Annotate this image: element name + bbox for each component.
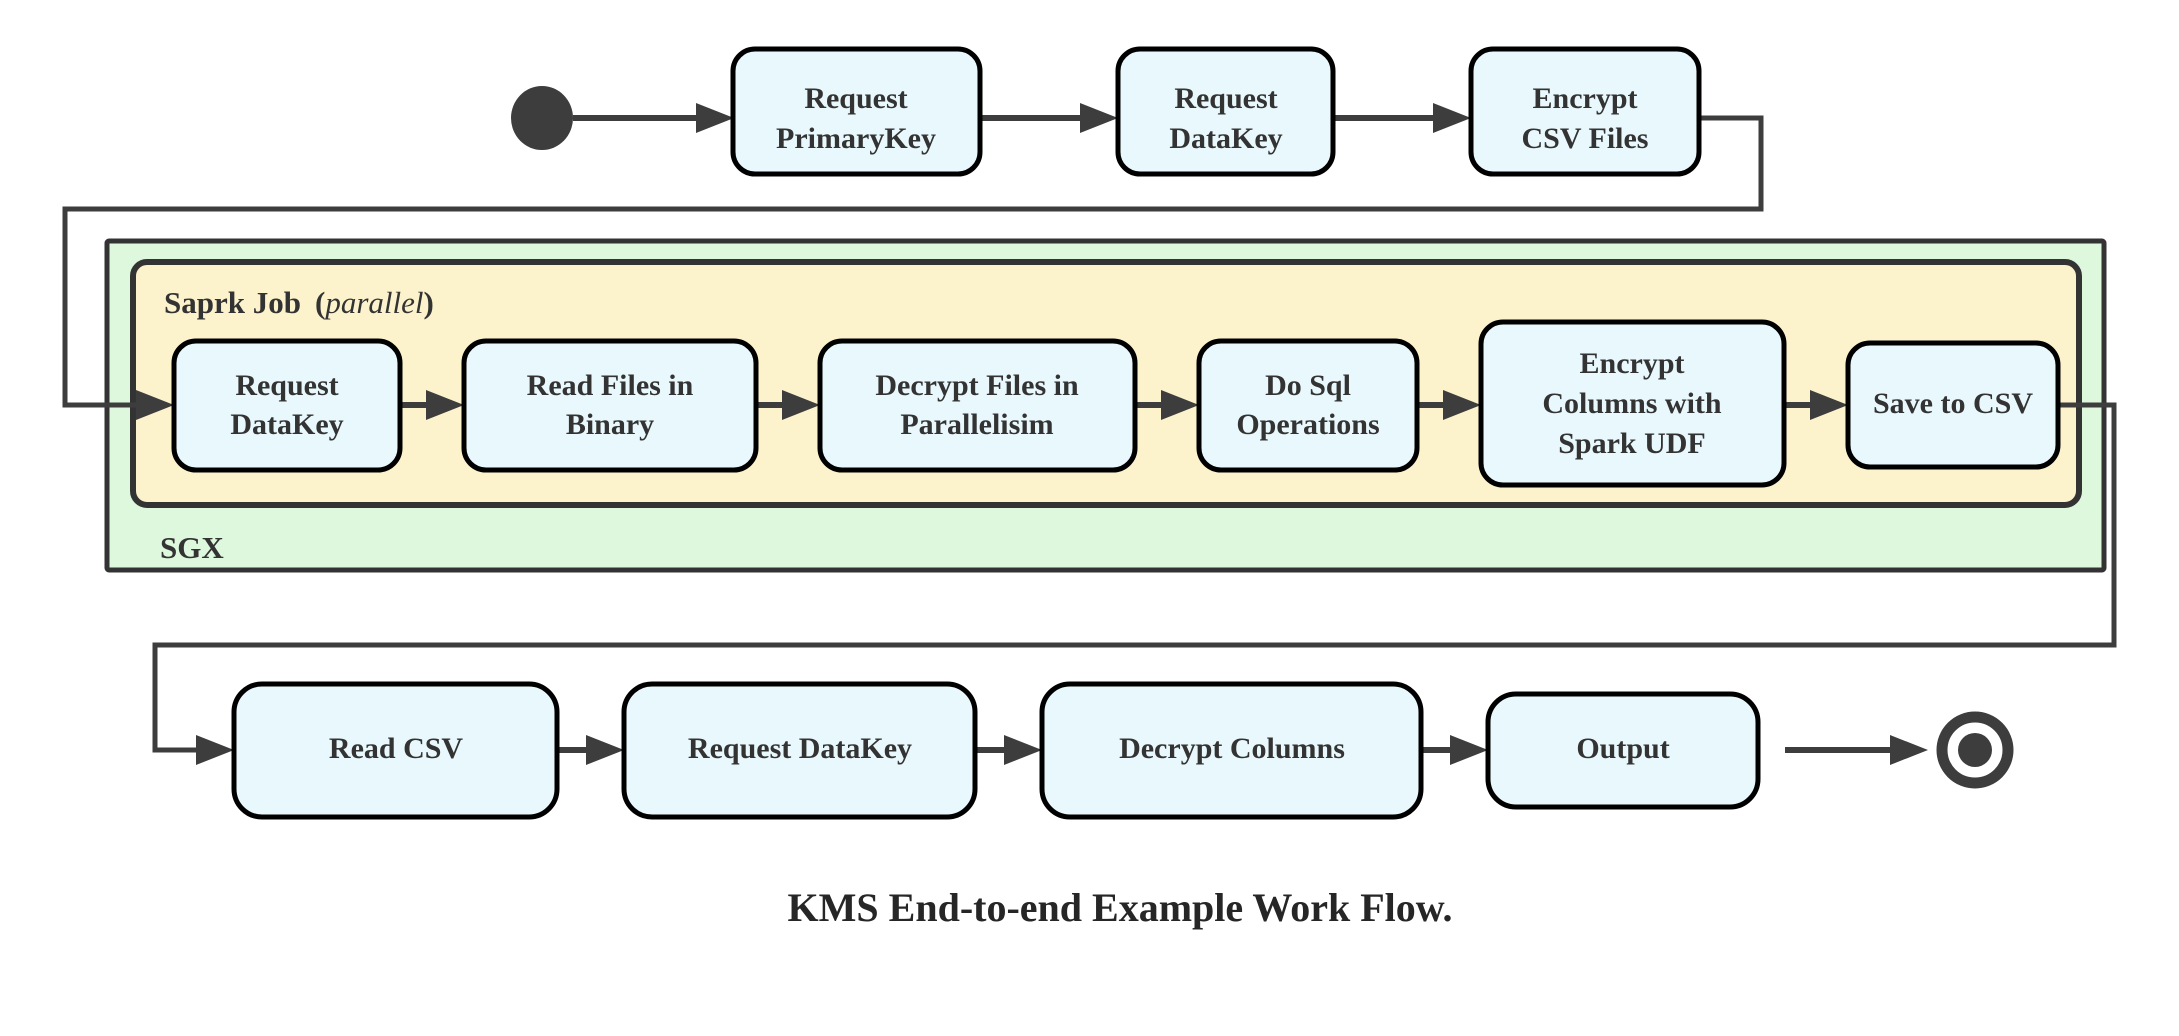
edge-decrypt-files-to-do-sql [1135, 390, 1199, 420]
node-request-datakey-top-line-0: Request [1174, 82, 1277, 115]
node-read-files-in-binary-line-0: Read Files in [527, 369, 694, 402]
node-request-datakey-top-rect[interactable] [1115, 46, 1336, 177]
node-encrypt-columns-with-spark-udf[interactable]: Encrypt Columns with Spark UDF [1478, 319, 1787, 488]
edge-spark-datakey-to-read-files [400, 390, 464, 420]
node-decrypt-files-in-parallelisim-line-0: Decrypt Files in [875, 369, 1079, 402]
edge-do-sql-to-encrypt-columns [1417, 390, 1481, 420]
node-output-rect[interactable] [1485, 691, 1761, 810]
node-decrypt-files-in-parallelisim-rect[interactable] [817, 338, 1138, 473]
node-request-primarykey-rect[interactable] [730, 46, 983, 177]
node-save-to-csv-line-0: Save to CSV [1873, 387, 2033, 420]
node-decrypt-files-in-parallelisim[interactable]: Decrypt Files in Parallelisim [817, 338, 1138, 473]
node-request-datakey-spark-rect[interactable] [171, 338, 403, 473]
edge-datakey-to-encrypt-csv [1333, 103, 1471, 133]
edge-encrypt-columns-to-save-csv [1784, 390, 1848, 420]
edge-request-datakey-to-decrypt-columns [975, 735, 1042, 765]
node-request-datakey-top[interactable]: Request DataKey [1115, 46, 1336, 177]
edge-decrypt-columns-to-output [1421, 735, 1488, 765]
node-do-sql-operations-line-0: Do Sql [1265, 369, 1351, 402]
node-read-files-in-binary[interactable]: Read Files in Binary [461, 338, 759, 473]
node-request-datakey-bottom-rect[interactable] [621, 681, 978, 820]
node-save-to-csv-rect[interactable] [1845, 340, 2061, 470]
node-encrypt-columns-line-2: Spark UDF [1558, 427, 1706, 460]
node-do-sql-operations-line-1: Operations [1236, 408, 1379, 441]
node-encrypt-csv-files-line-0: Encrypt [1533, 82, 1638, 115]
spark-job-label-bold: Saprk Job [164, 285, 301, 320]
node-output-line-0: Output [1576, 732, 1669, 765]
edge-read-files-to-decrypt-files [756, 390, 820, 420]
node-read-files-in-binary-line-1: Binary [566, 408, 654, 441]
node-encrypt-csv-files-line-1: CSV Files [1522, 122, 1649, 155]
edge-read-csv-to-request-datakey [557, 735, 624, 765]
node-decrypt-columns[interactable]: Decrypt Columns [1039, 681, 1424, 820]
edge-start-to-request-primarykey [573, 103, 734, 133]
node-request-datakey-spark-line-0: Request [235, 369, 338, 402]
diagram-caption: KMS End-to-end Example Work Flow. [788, 885, 1453, 930]
node-request-datakey-spark-line-1: DataKey [230, 408, 343, 441]
edge-primarykey-to-datakey [980, 103, 1118, 133]
node-output[interactable]: Output [1485, 691, 1761, 810]
edge-encrypt-csv-to-spark-datakey [62, 115, 1764, 420]
start-node [511, 86, 573, 150]
node-do-sql-operations[interactable]: Do Sql Operations [1196, 338, 1420, 473]
node-decrypt-columns-rect[interactable] [1039, 681, 1424, 820]
node-encrypt-columns-line-0: Encrypt [1580, 347, 1685, 380]
node-read-csv-line-0: Read CSV [329, 732, 464, 765]
end-node [1936, 711, 2014, 789]
node-request-datakey-bottom[interactable]: Request DataKey [621, 681, 978, 820]
spark-job-container-label: Saprk Job(parallel) [164, 285, 434, 320]
node-encrypt-csv-files-rect[interactable] [1468, 46, 1702, 177]
node-encrypt-columns-with-spark-udf-rect[interactable] [1478, 319, 1787, 488]
node-do-sql-operations-rect[interactable] [1196, 338, 1420, 473]
node-request-datakey-bottom-line-0: Request DataKey [688, 732, 912, 765]
sgx-container-label: SGX [160, 530, 224, 565]
node-request-primarykey-line-0: Request [804, 82, 907, 115]
node-decrypt-files-in-parallelisim-line-1: Parallelisim [900, 408, 1053, 441]
node-request-primarykey-line-1: PrimaryKey [776, 122, 936, 155]
edge-output-to-end [1785, 735, 1928, 765]
node-encrypt-columns-line-1: Columns with [1542, 387, 1722, 420]
spark-job-label-italic: parallel [323, 285, 423, 320]
node-encrypt-csv-files[interactable]: Encrypt CSV Files [1468, 46, 1702, 177]
edge-save-csv-to-read-csv [152, 402, 2117, 765]
node-request-primarykey[interactable]: Request PrimaryKey [730, 46, 983, 177]
node-request-datakey-top-line-1: DataKey [1169, 122, 1282, 155]
node-request-datakey-spark[interactable]: Request DataKey [171, 338, 403, 473]
node-save-to-csv[interactable]: Save to CSV [1845, 340, 2061, 470]
node-decrypt-columns-line-0: Decrypt Columns [1119, 732, 1345, 765]
node-read-files-in-binary-rect[interactable] [461, 338, 759, 473]
node-read-csv-rect[interactable] [231, 681, 560, 820]
node-read-csv[interactable]: Read CSV [231, 681, 560, 820]
